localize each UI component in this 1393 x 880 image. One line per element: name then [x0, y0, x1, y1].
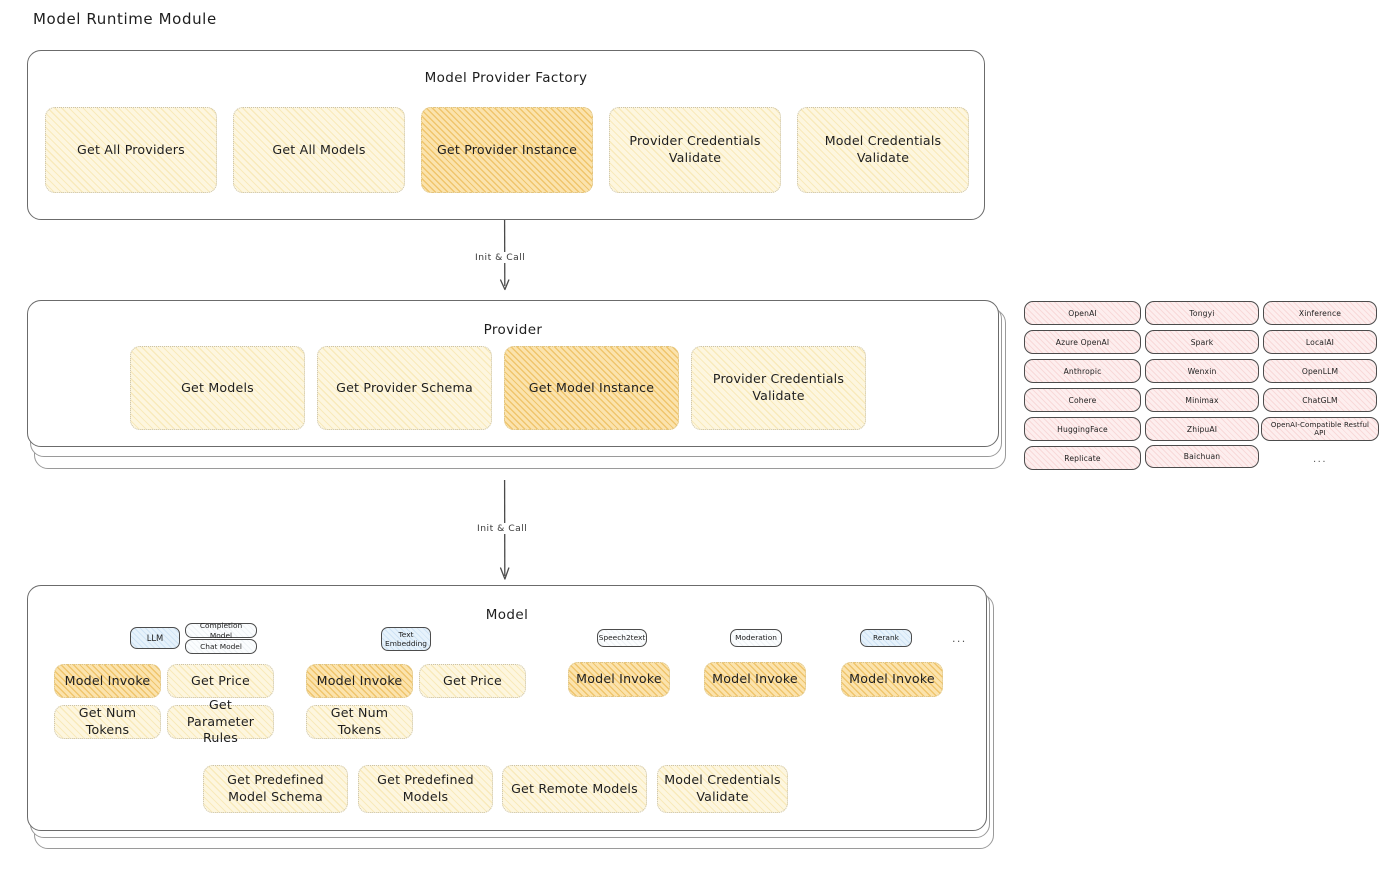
provider-chip-replicate[interactable]: Replicate [1024, 446, 1141, 470]
tile-llm-model-invoke[interactable]: Model Invoke [54, 664, 161, 698]
provider-chip-xinference[interactable]: Xinference [1263, 301, 1377, 325]
tile-text-embedding-get-num-tokens[interactable]: Get Num Tokens [306, 705, 413, 739]
provider-chip-azure-openai[interactable]: Azure OpenAI [1024, 330, 1141, 354]
provider-chip-spark[interactable]: Spark [1145, 330, 1259, 354]
tile-model-credentials-validate-factory[interactable]: Model Credentials Validate [797, 107, 969, 193]
factory-title: Model Provider Factory [424, 70, 588, 86]
model-title: Model [485, 607, 529, 623]
model-subtag-completion-model[interactable]: Completion Model [185, 621, 257, 640]
arrow-label-init-and-call-1: Init & Call [472, 252, 529, 263]
tile-text-embedding-model-invoke[interactable]: Model Invoke [306, 664, 413, 698]
tile-llm-get-price[interactable]: Get Price [167, 664, 274, 698]
model-type-tag-moderation[interactable]: Moderation [730, 629, 782, 647]
tile-get-provider-schema[interactable]: Get Provider Schema [317, 346, 492, 430]
tile-provider-credentials-validate[interactable]: Provider Credentials Validate [691, 346, 866, 430]
model-type-tag-llm[interactable]: LLM [130, 627, 180, 649]
provider-chip-huggingface[interactable]: HuggingFace [1024, 417, 1141, 441]
provider-title: Provider [483, 322, 543, 338]
tile-get-provider-instance[interactable]: Get Provider Instance [421, 107, 593, 193]
tile-get-models[interactable]: Get Models [130, 346, 305, 430]
model-type-tag-speech2text[interactable]: Speech2text [597, 629, 647, 647]
tile-speech2text-model-invoke[interactable]: Model Invoke [568, 662, 670, 697]
tile-llm-get-parameter-rules[interactable]: Get Parameter Rules [167, 697, 274, 745]
provider-chip-openai-compatible-restful-api[interactable]: OpenAI-Compatible Restful API [1261, 417, 1379, 441]
tile-get-remote-models[interactable]: Get Remote Models [502, 765, 647, 813]
provider-chip-anthropic[interactable]: Anthropic [1024, 359, 1141, 383]
provider-chip-minimax[interactable]: Minimax [1145, 388, 1259, 412]
tile-rerank-model-invoke[interactable]: Model Invoke [841, 662, 943, 697]
model-type-tag-rerank[interactable]: Rerank [860, 629, 912, 647]
provider-chip-zhipuai[interactable]: ZhipuAI [1145, 417, 1259, 441]
tile-get-predefined-models[interactable]: Get Predefined Models [358, 765, 493, 813]
provider-chip-tongyi[interactable]: Tongyi [1145, 301, 1259, 325]
tile-text-embedding-get-price[interactable]: Get Price [419, 664, 526, 698]
arrow-label-init-and-call-2: Init & Call [474, 523, 531, 534]
provider-chip-openai[interactable]: OpenAI [1024, 301, 1141, 325]
tile-llm-get-num-tokens[interactable]: Get Num Tokens [54, 705, 161, 739]
tile-get-all-providers[interactable]: Get All Providers [45, 107, 217, 193]
provider-chip-baichuan[interactable]: Baichuan [1145, 445, 1259, 468]
tile-model-credentials-validate-model[interactable]: Model Credentials Validate [657, 765, 788, 813]
provider-chip-localai[interactable]: LocalAI [1263, 330, 1377, 354]
tile-moderation-model-invoke[interactable]: Model Invoke [704, 662, 806, 697]
tile-get-model-instance[interactable]: Get Model Instance [504, 346, 679, 430]
provider-chip-cohere[interactable]: Cohere [1024, 388, 1141, 412]
provider-chip-chatglm[interactable]: ChatGLM [1263, 388, 1377, 412]
tile-provider-credentials-validate-factory[interactable]: Provider Credentials Validate [609, 107, 781, 193]
model-type-tag-text-embedding[interactable]: Text Embedding [381, 627, 431, 651]
model-subtag-chat-model[interactable]: Chat Model [185, 639, 257, 654]
provider-list-more: ... [1312, 453, 1328, 465]
page-title: Model Runtime Module [33, 10, 217, 28]
tile-get-predefined-model-schema[interactable]: Get Predefined Model Schema [203, 765, 348, 813]
provider-chip-wenxin[interactable]: Wenxin [1145, 359, 1259, 383]
tile-get-all-models[interactable]: Get All Models [233, 107, 405, 193]
provider-chip-openllm[interactable]: OpenLLM [1263, 359, 1377, 383]
model-types-more: ... [952, 632, 967, 645]
